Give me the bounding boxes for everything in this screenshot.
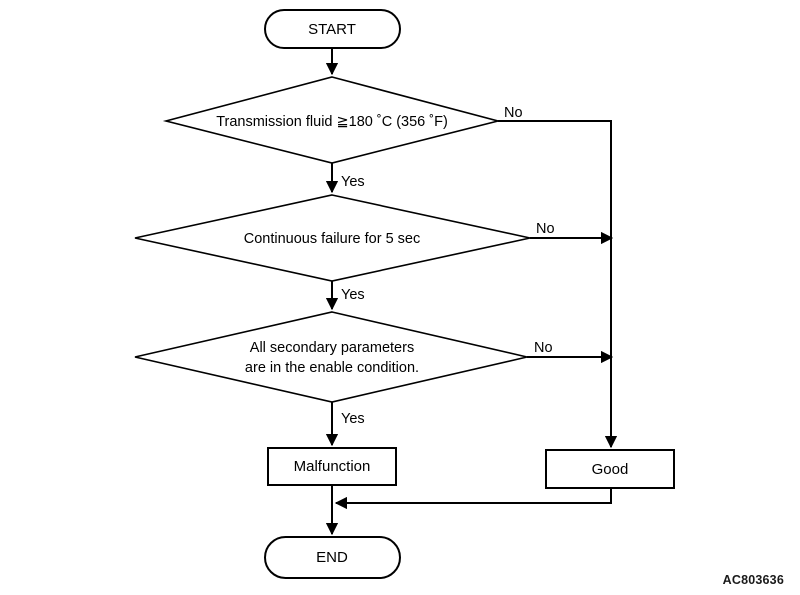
edge-label-params-no: No [534,340,553,356]
node-decision-params-label-line2: are in the enable condition. [245,360,419,376]
node-decision-failure-label: Continuous failure for 5 sec [244,231,421,247]
node-malfunction-label: Malfunction [294,458,371,475]
edge-label-failure-yes: Yes [341,287,365,303]
edge-good-to-merge [334,488,612,510]
node-end[interactable] [264,536,401,579]
node-start-label: START [308,21,356,38]
edge-label-failure-no: No [536,221,555,237]
figure-code-label: AC803636 [722,573,784,587]
node-start[interactable] [264,9,401,49]
node-decision-temp[interactable] [162,76,502,164]
node-decision-failure[interactable] [134,194,531,282]
node-decision-params[interactable] [134,311,528,403]
edge-decision-temp-no [498,120,612,160]
node-good-label: Good [592,461,629,478]
node-end-label: END [316,549,348,566]
node-decision-params-label-line1: All secondary parameters [250,340,414,356]
node-good[interactable] [545,449,675,489]
edge-label-temp-no: No [504,105,523,121]
node-decision-temp-label: Transmission fluid ≧180 ˚C (356 ˚F) [216,114,448,130]
node-malfunction[interactable] [267,447,397,486]
edge-label-params-yes: Yes [341,411,365,427]
edge-label-temp-yes: Yes [341,174,365,190]
